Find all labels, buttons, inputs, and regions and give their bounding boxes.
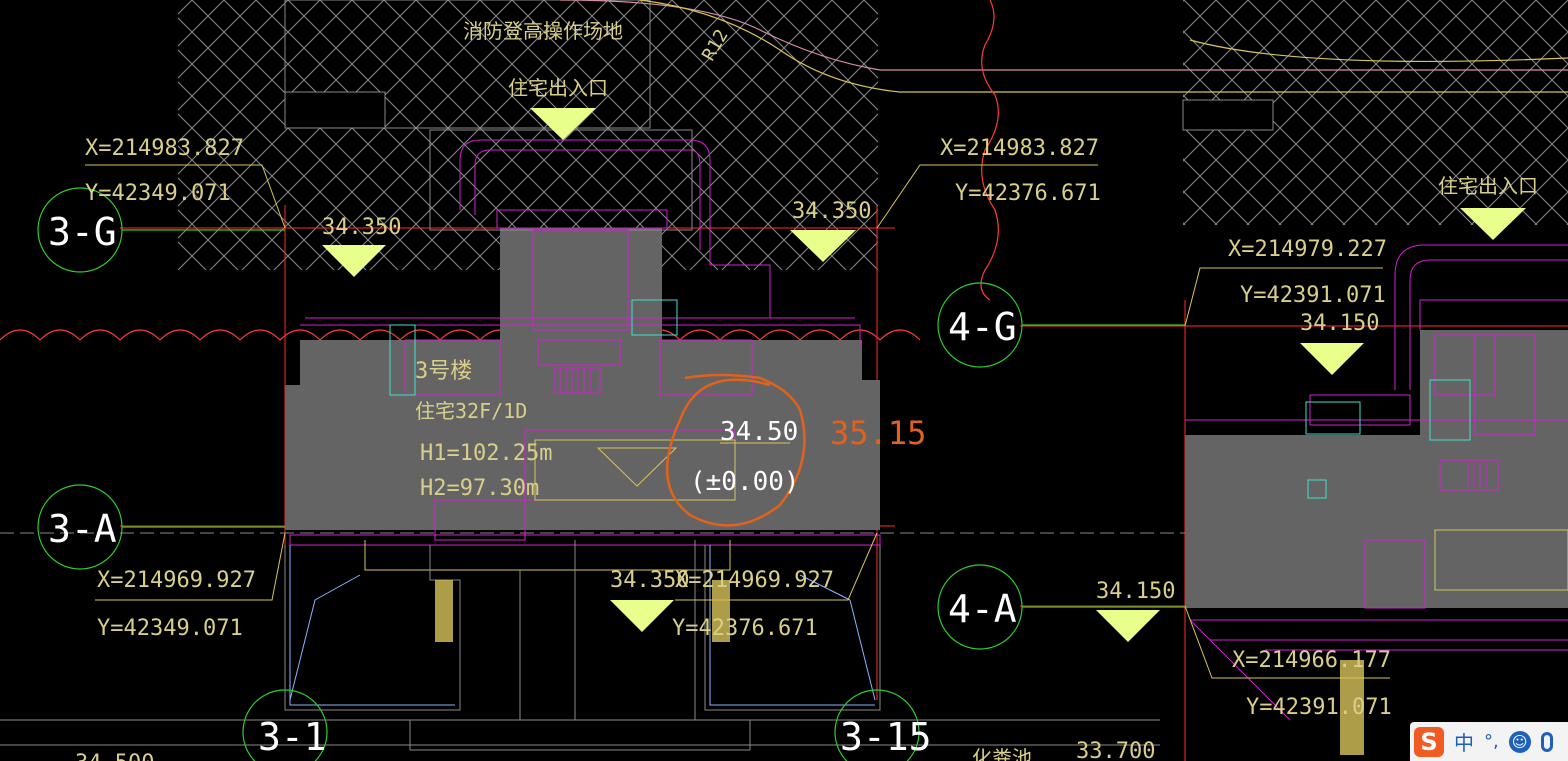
spot-level-3: 34.150 bbox=[1300, 311, 1379, 336]
handwritten-circle-annotation bbox=[665, 373, 806, 527]
partial-level-left: 34.500 bbox=[75, 751, 154, 761]
axis-4a-label: 4-A bbox=[948, 587, 1017, 631]
spot-level-6: 33.700 bbox=[1076, 739, 1155, 761]
building-4-footprint[interactable] bbox=[1185, 244, 1568, 755]
septic-tank-label: 化粪池 bbox=[972, 746, 1032, 761]
axis-31-label: 3-1 bbox=[258, 715, 327, 759]
coord-2-x: X=214983.827 bbox=[940, 136, 1099, 161]
coord-4-x: X=214969.927 bbox=[97, 568, 256, 593]
ime-lang-toggle[interactable]: 中 bbox=[1454, 731, 1474, 755]
axis-bubbles bbox=[37, 187, 1185, 761]
emoji-icon[interactable]: ☺ bbox=[1508, 730, 1531, 753]
entrance-label-2: 住宅出入口 bbox=[1438, 174, 1538, 198]
building-h2: H2=97.30m bbox=[420, 476, 539, 501]
coord-1-x: X=214983.827 bbox=[85, 136, 244, 161]
building-h1: H1=102.25m bbox=[420, 441, 552, 466]
coord-6-y: Y=42391.071 bbox=[1246, 695, 1392, 720]
spot-level-1: 34.350 bbox=[322, 215, 401, 240]
coord-5-y: Y=42376.671 bbox=[672, 616, 818, 641]
coord-6-x: X=214966.177 bbox=[1232, 648, 1391, 673]
building-type: 住宅32F/1D bbox=[415, 399, 527, 423]
axis-31-circle bbox=[242, 689, 328, 761]
coord-2-y: Y=42376.671 bbox=[955, 181, 1101, 206]
coord-4-y: Y=42349.071 bbox=[97, 616, 243, 641]
ime-toolbar[interactable]: S 中 °, ☺ bbox=[1410, 722, 1568, 761]
elevation-zero: (±0.00) bbox=[690, 467, 800, 497]
axis-4g-label: 4-G bbox=[948, 305, 1017, 349]
microphone-icon[interactable] bbox=[1540, 731, 1553, 752]
coord-1-y: Y=42349.071 bbox=[85, 181, 231, 206]
coord-5-x: X=214969.927 bbox=[675, 568, 834, 593]
ime-punctuation-toggle[interactable]: °, bbox=[1484, 731, 1499, 752]
axis-315-circle bbox=[834, 689, 920, 761]
fire-access-hatch bbox=[178, 0, 1568, 270]
spot-level-4: 34.350 bbox=[610, 568, 689, 593]
basement-outline bbox=[0, 540, 1160, 751]
spot-level-2: 34.350 bbox=[792, 199, 871, 224]
coord-3-y: Y=42391.071 bbox=[1240, 283, 1386, 308]
axis-3g-label: 3-G bbox=[48, 210, 117, 254]
axis-315-label: 3-15 bbox=[840, 715, 932, 759]
spot-level-5: 34.150 bbox=[1096, 579, 1175, 604]
road-lines bbox=[0, 0, 1568, 341]
sogou-logo-icon[interactable]: S bbox=[1414, 726, 1444, 757]
level-markers bbox=[322, 108, 1526, 642]
building-name: 3号楼 bbox=[415, 359, 472, 384]
coord-3-x: X=214979.227 bbox=[1228, 237, 1387, 262]
elevation-handwritten: 35.15 bbox=[830, 414, 926, 452]
axis-3a-label: 3-A bbox=[48, 507, 117, 551]
entrance-label-1: 住宅出入口 bbox=[508, 76, 608, 100]
fire-site-label: 消防登高操作场地 bbox=[463, 19, 623, 43]
elevation-main: 34.50 bbox=[720, 417, 798, 447]
coordinate-leaders bbox=[85, 164, 1390, 679]
